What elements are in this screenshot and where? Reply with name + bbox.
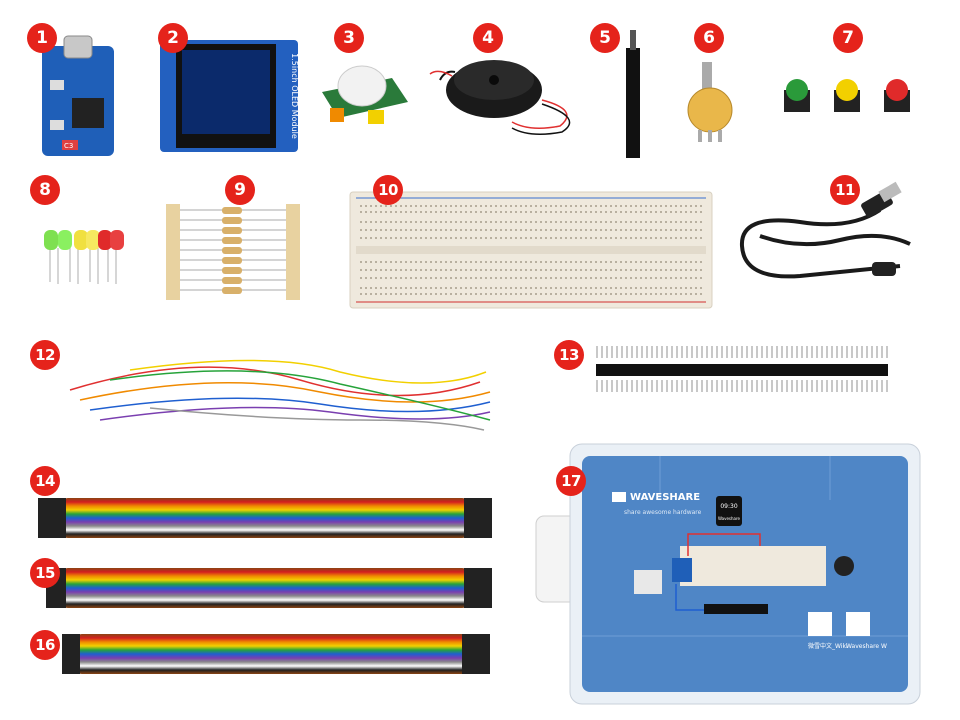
box-footer-right: Waveshare W [846, 643, 887, 650]
item-badge-4: 4 [473, 23, 503, 53]
item-badge-16: 16 [30, 630, 60, 660]
item-badge-7: 7 [833, 23, 863, 53]
box-tagline: share awesome hardware [624, 509, 702, 516]
usb-cable [739, 181, 911, 279]
jumper-wires [69, 359, 491, 431]
board-label: C3 [64, 142, 73, 150]
dupont-cable-female-male [46, 568, 492, 608]
leds [44, 230, 124, 284]
esp32-board: C3 [42, 35, 114, 156]
item-badge-11: 11 [830, 175, 860, 205]
item-badge-14: 14 [30, 466, 60, 496]
box-display-sub: Waveshare [718, 516, 741, 521]
box-brand: WAVESHARE [630, 492, 700, 503]
oled-module: 1.5inch OLED Module [160, 40, 299, 152]
resistors [166, 204, 300, 300]
led-strip [626, 30, 640, 158]
storage-box: WAVESHARE share awesome hardware 09:30 W… [535, 443, 921, 705]
item-badge-17: 17 [556, 466, 586, 496]
item-badge-5: 5 [590, 23, 620, 53]
pin-header [596, 346, 888, 392]
potentiometer [687, 62, 733, 142]
item-badge-6: 6 [694, 23, 724, 53]
buzzer [429, 60, 571, 135]
box-footer-left: 微雪中文_Wiki [808, 642, 848, 650]
push-buttons [784, 79, 910, 112]
pir-sensor [322, 65, 408, 124]
item-badge-12: 12 [30, 340, 60, 370]
dupont-cable-female-female [62, 634, 490, 674]
item-badge-13: 13 [554, 340, 584, 370]
item-badge-10: 10 [373, 175, 403, 205]
breadboard [349, 191, 713, 309]
item-badge-15: 15 [30, 558, 60, 588]
oled-label: 1.5inch OLED Module [290, 53, 299, 139]
item-badge-2: 2 [158, 23, 188, 53]
item-badge-9: 9 [225, 175, 255, 205]
item-badge-8: 8 [30, 175, 60, 205]
item-badge-1: 1 [27, 23, 57, 53]
box-display-time: 09:30 [720, 503, 737, 510]
dupont-cable-male-male [38, 498, 492, 538]
item-badge-3: 3 [334, 23, 364, 53]
